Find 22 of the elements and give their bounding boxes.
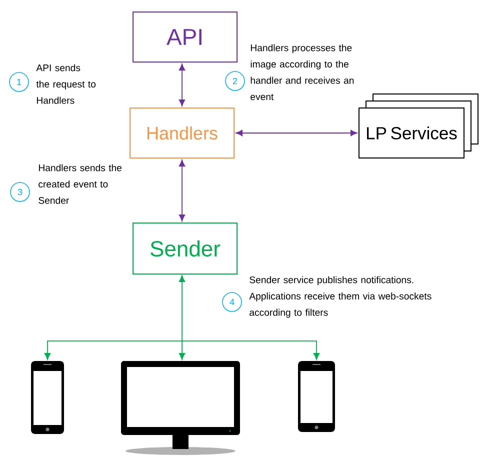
step-note: Handlers sends the created event to Sender (38, 164, 122, 204)
arrow (236, 130, 358, 136)
step-number: 1 (9, 72, 29, 92)
process-box: Sender (132, 222, 238, 274)
service-stack: LP Services (358, 94, 478, 158)
step-number: 3 (10, 182, 30, 202)
arrow (178, 275, 186, 342)
arrow (182, 340, 320, 360)
phone-drawing (298, 360, 335, 432)
process-box: API (132, 12, 238, 62)
arrow (178, 160, 186, 222)
step-note: API sends the request to Handlers (36, 64, 96, 104)
step-number: 4 (222, 292, 242, 312)
step-note: Handlers processes the image according to the handler and receives an event (250, 44, 354, 100)
arrow (178, 64, 186, 106)
monitor-drawing (121, 360, 240, 455)
step-note: Sender service publishes notifications. Applications receive them via web-sockets according to filters (249, 276, 432, 318)
arrow (44, 340, 182, 360)
phone-drawing (31, 360, 64, 434)
arrow (178, 340, 186, 360)
process-box: Handlers (130, 108, 234, 158)
step-number: 2 (225, 71, 245, 91)
